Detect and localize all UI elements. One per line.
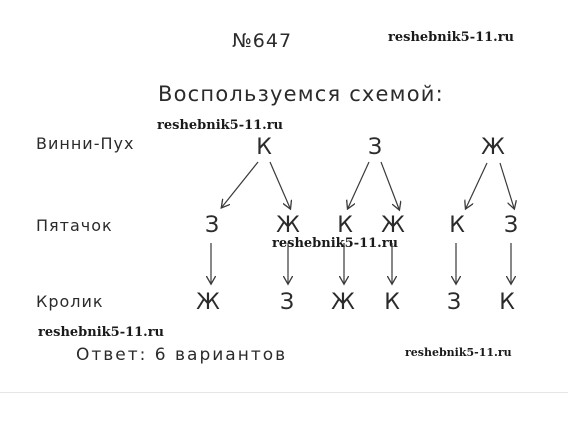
tree-edge — [348, 161, 370, 208]
tree-edge — [269, 161, 290, 208]
problem-number: №647 — [232, 30, 293, 52]
tree-node-level1: К — [256, 135, 272, 160]
tree-node-level3: З — [447, 290, 461, 315]
tree-node-level2: Ж — [381, 213, 405, 238]
page-edge-line — [0, 392, 568, 393]
tree-edge — [466, 162, 488, 208]
tree-node-level2: Ж — [276, 213, 300, 238]
row-label-piglet: Пятачок — [36, 216, 113, 235]
tree-node-level3: К — [499, 290, 515, 315]
tree-node-level2: З — [205, 213, 219, 238]
tree-node-level2: З — [504, 213, 518, 238]
watermark: reshebnik5-11.ru — [405, 346, 512, 359]
tree-node-level1: З — [368, 135, 382, 160]
tree-node-level1: Ж — [481, 135, 505, 160]
tree-edge — [499, 162, 514, 208]
watermark: reshebnik5-11.ru — [388, 30, 515, 45]
tree-node-level2: К — [449, 213, 465, 238]
tree-edge — [222, 161, 259, 207]
tree-node-level3: Ж — [331, 290, 355, 315]
tree-edge — [380, 161, 399, 209]
tree-node-level3: З — [280, 290, 294, 315]
tree-node-level2: К — [337, 213, 353, 238]
intro-text: Воспользуемся схемой: — [158, 82, 444, 106]
watermark: reshebnik5-11.ru — [157, 118, 284, 133]
watermark: reshebnik5-11.ru — [38, 325, 165, 340]
watermark: reshebnik5-11.ru — [272, 236, 399, 251]
tree-node-level3: Ж — [196, 290, 220, 315]
answer-text: Ответ: 6 вариантов — [76, 345, 288, 365]
tree-node-level3: К — [384, 290, 400, 315]
row-label-pooh: Винни-Пух — [36, 134, 135, 153]
row-label-rabbit: Кролик — [36, 292, 104, 311]
